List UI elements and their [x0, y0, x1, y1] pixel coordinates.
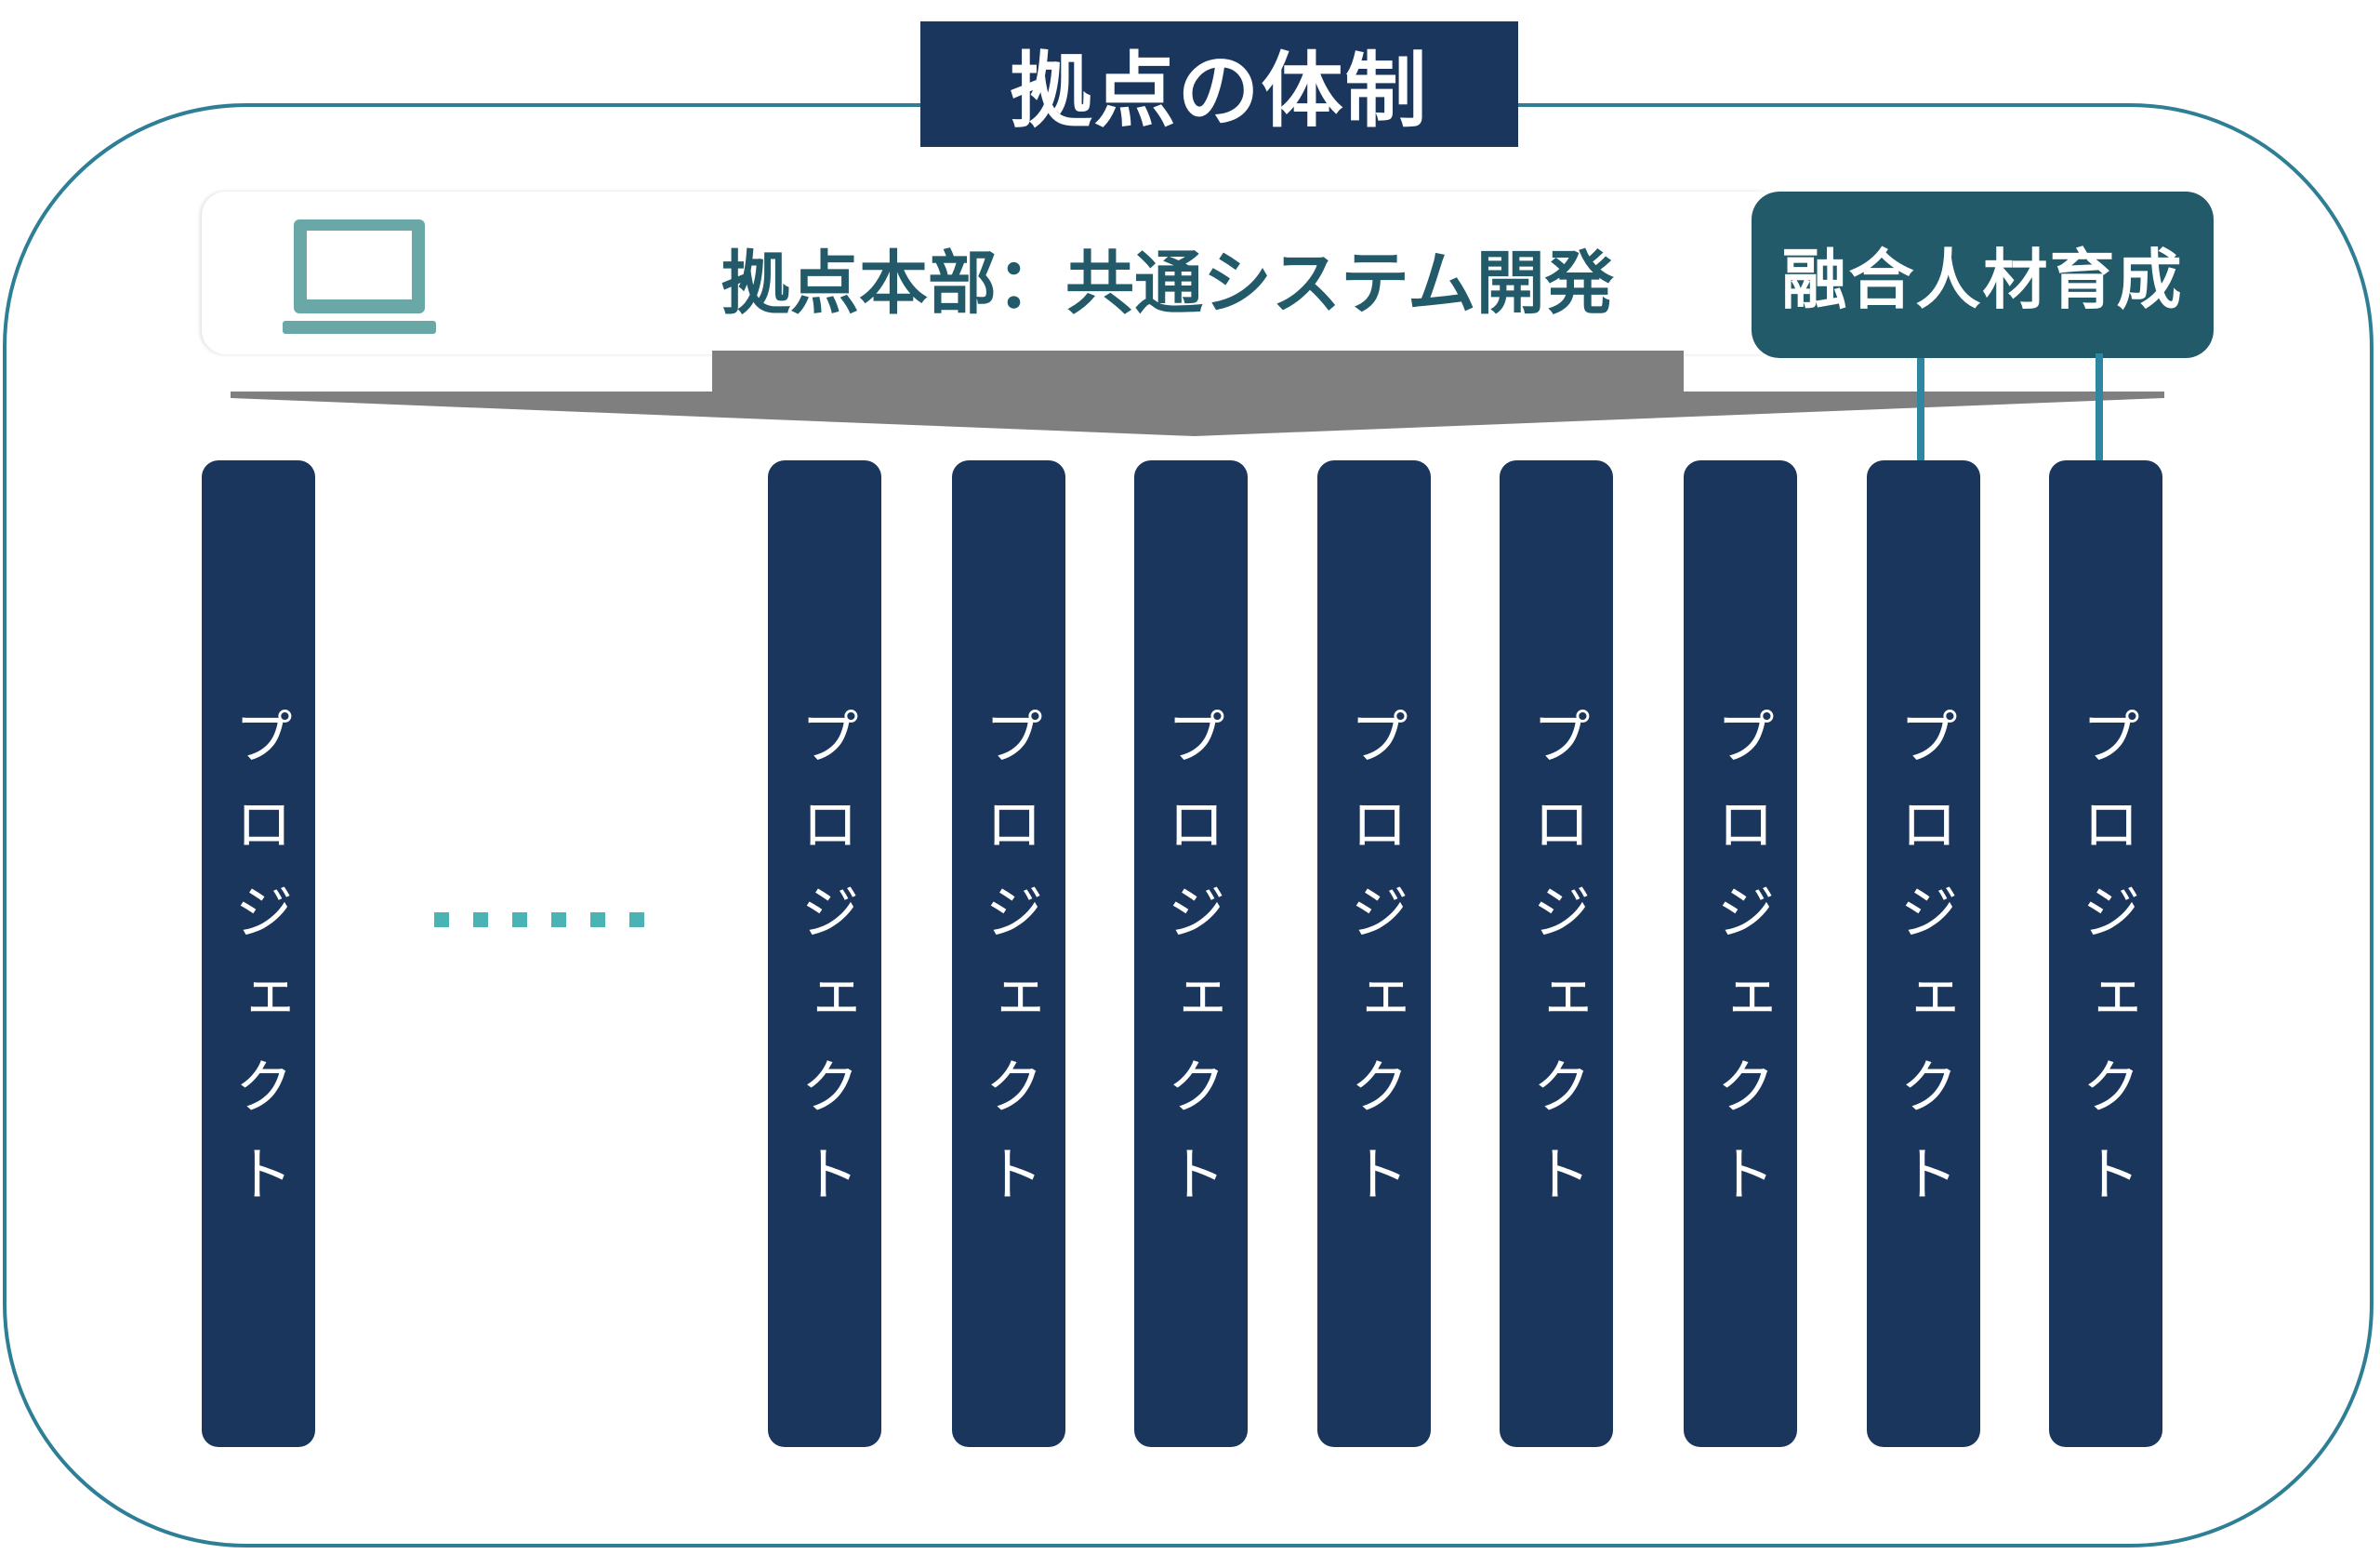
- fusion-training-box: 融合人材育成: [1752, 192, 2214, 358]
- ellipsis-dot: [629, 912, 644, 927]
- project-column: プロジェクト: [768, 460, 881, 1447]
- project-label: プロジェクト: [1706, 705, 1775, 1230]
- project-column: プロジェクト: [1500, 460, 1613, 1447]
- ellipsis-dot: [551, 912, 566, 927]
- project-label: プロジェクト: [224, 705, 293, 1230]
- project-column: プロジェクト: [1684, 460, 1797, 1447]
- project-column: プロジェクト: [1867, 460, 1980, 1447]
- project-column: プロジェクト: [1317, 460, 1431, 1447]
- project-label: プロジェクト: [1522, 705, 1591, 1230]
- laptop-icon: [283, 219, 436, 334]
- ellipsis-dot: [590, 912, 605, 927]
- project-label: プロジェクト: [790, 705, 859, 1230]
- project-label: プロジェクト: [2071, 705, 2140, 1230]
- project-column: プロジェクト: [1134, 460, 1248, 1447]
- page-title: 拠点の体制: [920, 21, 1518, 147]
- headquarters-label: 拠点本部：共通システム開発: [721, 244, 1614, 324]
- project-column: プロジェクト: [202, 460, 315, 1447]
- project-label: プロジェクト: [974, 705, 1043, 1230]
- project-label: プロジェクト: [1889, 705, 1958, 1230]
- ellipsis-dot: [512, 912, 527, 927]
- ellipsis-dot: [434, 912, 449, 927]
- project-label: プロジェクト: [1340, 705, 1408, 1230]
- ellipsis-dot: [473, 912, 488, 927]
- project-column: プロジェクト: [952, 460, 1065, 1447]
- project-label: プロジェクト: [1157, 705, 1225, 1230]
- headquarters-card: [202, 192, 1782, 354]
- project-column: プロジェクト: [2049, 460, 2162, 1447]
